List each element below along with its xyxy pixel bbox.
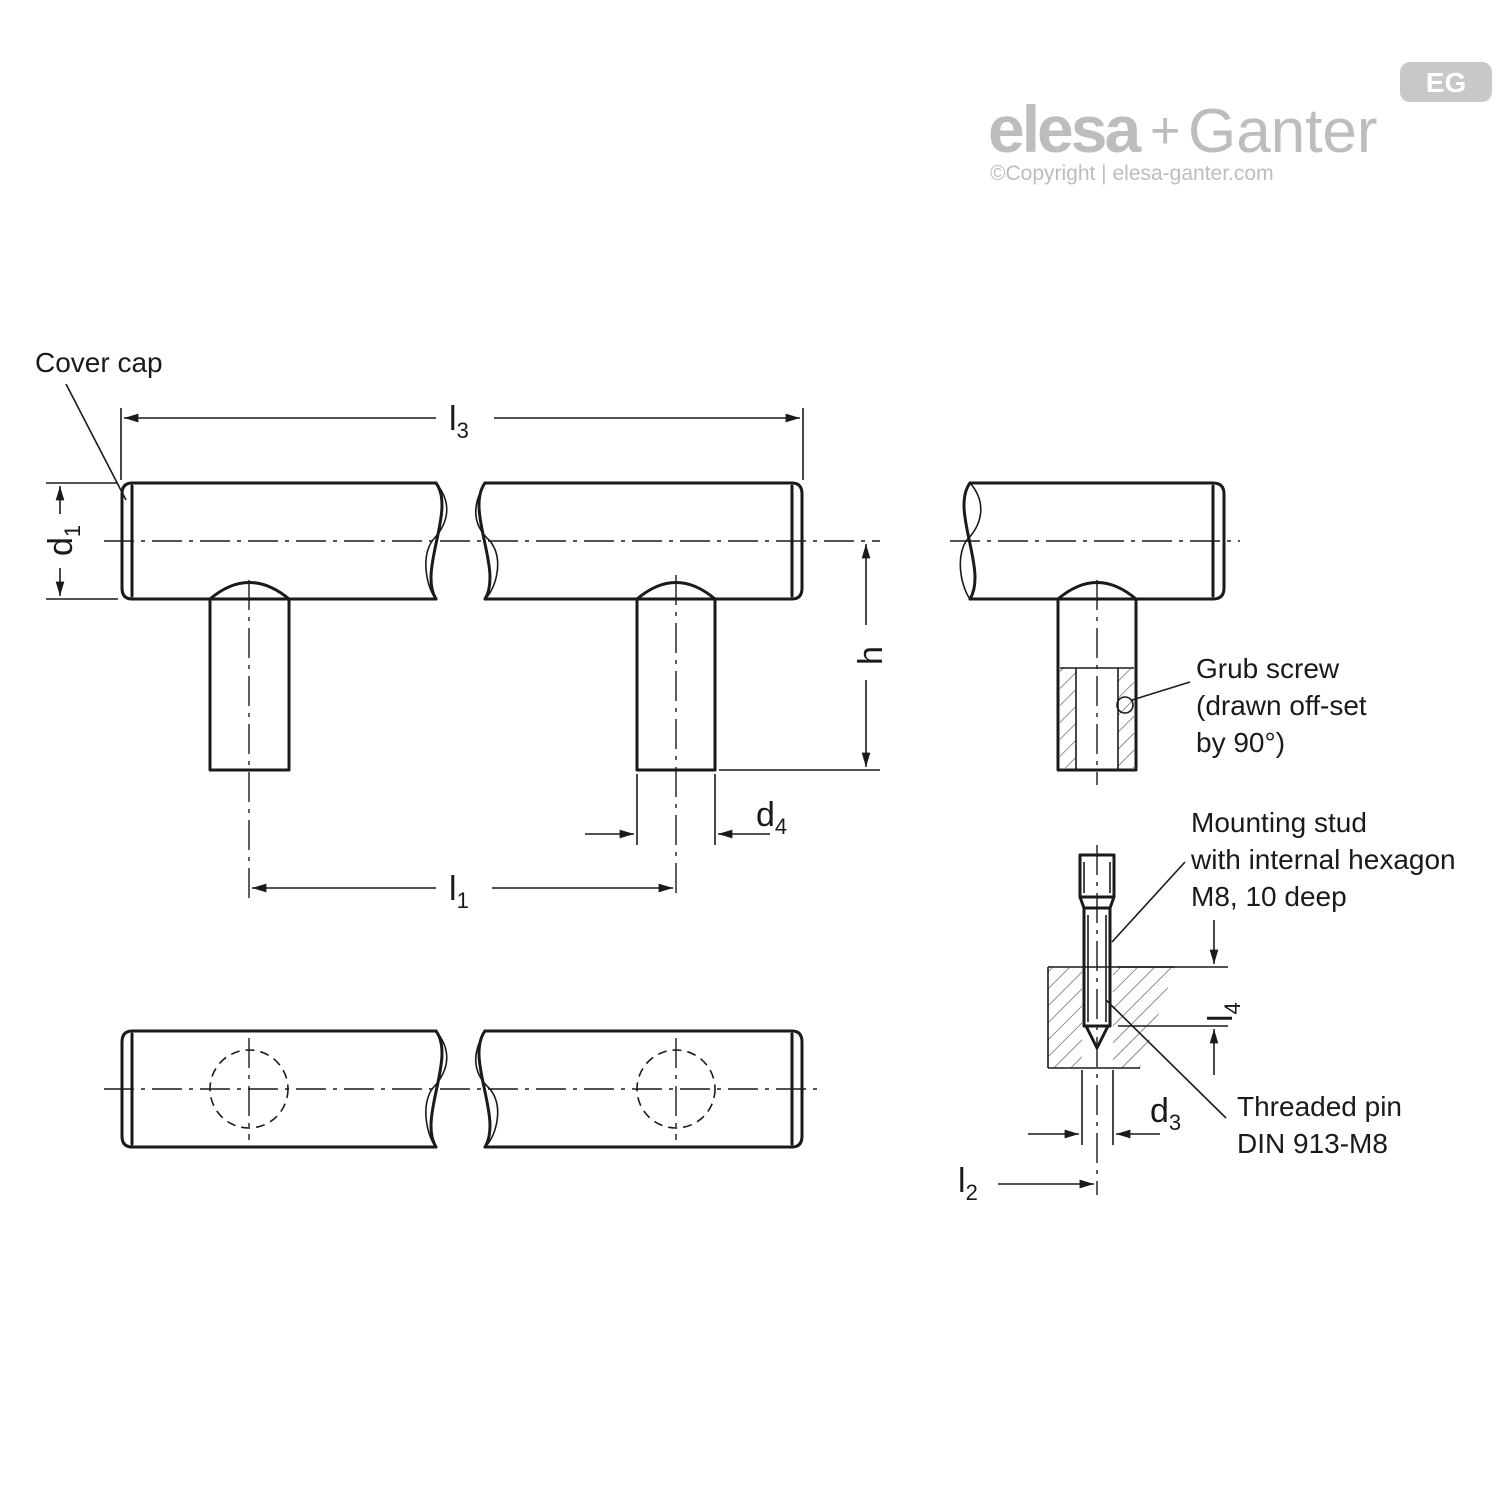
leader-grub-screw — [1131, 681, 1191, 701]
dim-l3: l3 — [449, 400, 469, 443]
logo-badge — [1400, 62, 1492, 102]
section-view: Grub screw (drawn off-set by 90°) — [950, 481, 1367, 785]
label-threaded-pin-1: Threaded pin — [1237, 1091, 1402, 1122]
logo-badge-text: EG — [1426, 67, 1466, 98]
label-threaded-pin-2: DIN 913-M8 — [1237, 1128, 1388, 1159]
label-grub-screw-2: (drawn off-set — [1196, 690, 1367, 721]
label-cover-cap: Cover cap — [35, 347, 163, 378]
leader-threaded-pin — [1105, 999, 1227, 1119]
front-view: Cover cap l3 d1 h d4 l1 — [35, 347, 890, 913]
top-view — [104, 1029, 822, 1149]
label-grub-screw-3: by 90°) — [1196, 727, 1285, 758]
dim-d3: d3 — [1150, 1092, 1181, 1135]
logo-plus: + — [1150, 102, 1180, 160]
logo-brand-ganter: Ganter — [1188, 97, 1378, 166]
leader-mounting-stud — [1111, 861, 1186, 943]
logo-brand-elesa: elesa — [988, 92, 1142, 166]
section-hatch-left — [1060, 668, 1076, 768]
break-left — [429, 481, 444, 601]
label-grub-screw-1: Grub screw — [1196, 653, 1340, 684]
dim-d1: d1 — [42, 525, 85, 556]
section-bar-outline — [968, 481, 1226, 601]
dim-l2: l2 — [958, 1162, 978, 1205]
dim-l1: l1 — [449, 870, 469, 913]
leg-left — [208, 597, 291, 772]
label-mounting-stud-1: Mounting stud — [1191, 807, 1367, 838]
dim-h: h — [852, 646, 890, 665]
grub-screw — [1116, 696, 1134, 714]
label-mounting-stud-2: with internal hexagon — [1190, 844, 1456, 875]
section-leg — [1056, 597, 1138, 772]
leader-cover-cap — [65, 383, 127, 501]
mounting-detail: l4 d3 l2 Mounting stud with internal hex… — [958, 807, 1456, 1205]
elesa-ganter-logo: elesa + Ganter ©Copyright | elesa-ganter… — [988, 62, 1492, 185]
label-mounting-stud-3: M8, 10 deep — [1191, 881, 1347, 912]
section-hatch-right — [1118, 668, 1134, 768]
dim-d4: d4 — [756, 796, 787, 839]
dim-l4: l4 — [1202, 1002, 1245, 1022]
logo-copyright: ©Copyright | elesa-ganter.com — [990, 162, 1274, 185]
